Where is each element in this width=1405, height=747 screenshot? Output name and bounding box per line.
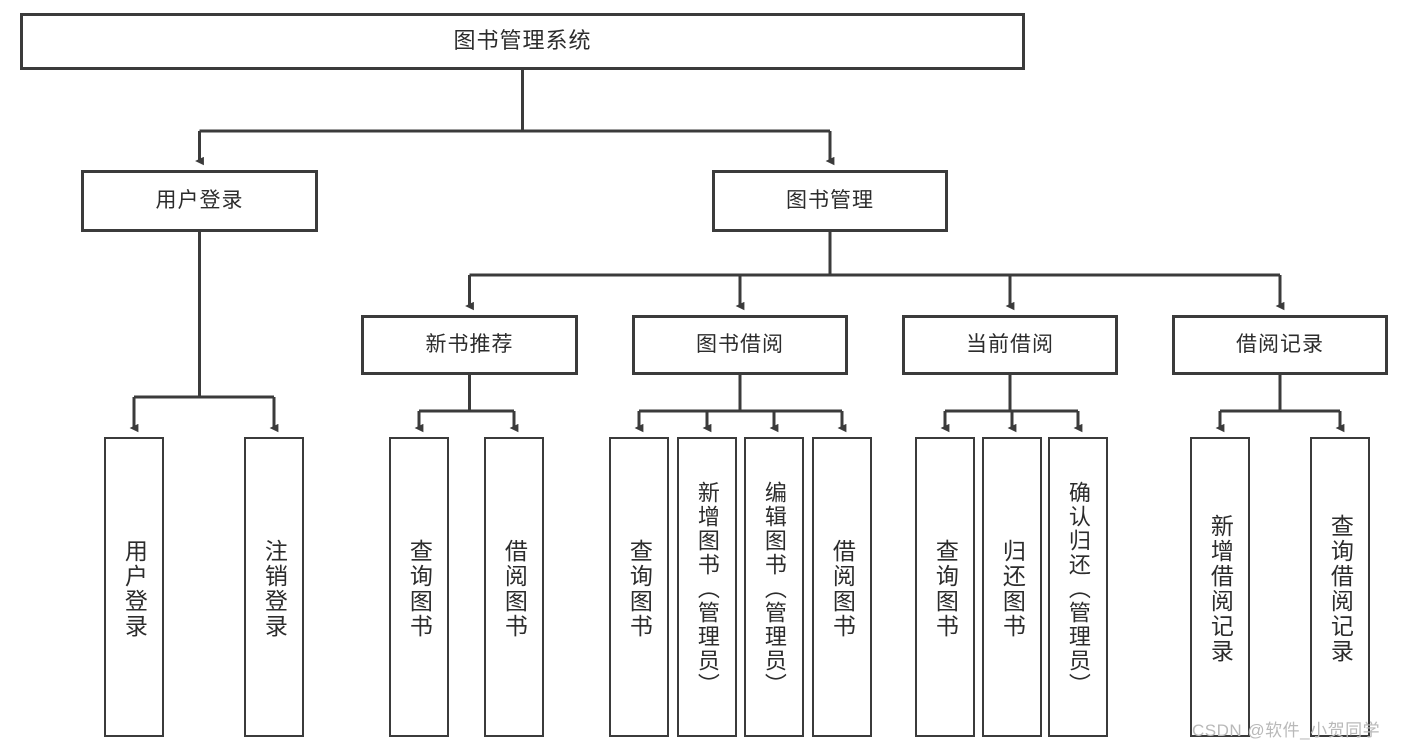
node-label-book-borrow: 图书借阅 bbox=[696, 333, 784, 357]
leaf-inner: 新增借阅记录 bbox=[1192, 443, 1248, 735]
node-label-leaf-borrow-book-1: 借阅图书 bbox=[501, 539, 528, 639]
leaf-inner: 用户登录 bbox=[106, 443, 162, 735]
node-label-leaf-logout-login: 注销登录 bbox=[261, 539, 288, 639]
node-leaf-query-borrow-record[interactable]: 查询借阅记录 bbox=[1310, 437, 1370, 737]
node-leaf-query-book-1[interactable]: 查询图书 bbox=[389, 437, 449, 737]
node-leaf-add-book-admin[interactable]: 新增图书（管理员） bbox=[677, 437, 737, 737]
leaf-inner: 编辑图书（管理员） bbox=[746, 443, 802, 735]
node-label-leaf-add-borrow-record: 新增借阅记录 bbox=[1207, 514, 1234, 664]
node-label-leaf-return-book: 归还图书 bbox=[999, 539, 1026, 639]
node-label-leaf-query-book-2: 查询图书 bbox=[626, 539, 653, 639]
leaf-inner: 查询图书 bbox=[391, 443, 447, 735]
node-root[interactable]: 图书管理系统 bbox=[20, 13, 1025, 70]
node-leaf-add-borrow-record[interactable]: 新增借阅记录 bbox=[1190, 437, 1250, 737]
node-label-user-login: 用户登录 bbox=[155, 189, 244, 213]
node-label-leaf-user-login: 用户登录 bbox=[121, 539, 148, 639]
node-leaf-user-login[interactable]: 用户登录 bbox=[104, 437, 164, 737]
node-label-new-book-recommend: 新书推荐 bbox=[425, 333, 514, 357]
node-leaf-return-book[interactable]: 归还图书 bbox=[982, 437, 1042, 737]
node-leaf-logout-login[interactable]: 注销登录 bbox=[244, 437, 304, 737]
node-leaf-query-book-2[interactable]: 查询图书 bbox=[609, 437, 669, 737]
node-current-borrow[interactable]: 当前借阅 bbox=[902, 315, 1118, 375]
leaf-inner: 归还图书 bbox=[984, 443, 1040, 735]
leaf-inner: 确认归还（管理员） bbox=[1050, 443, 1106, 735]
node-user-login[interactable]: 用户登录 bbox=[81, 170, 318, 232]
node-leaf-borrow-book-1[interactable]: 借阅图书 bbox=[484, 437, 544, 737]
node-label-borrow-record: 借阅记录 bbox=[1236, 333, 1324, 357]
node-book-manage[interactable]: 图书管理 bbox=[712, 170, 948, 232]
node-leaf-borrow-book-2[interactable]: 借阅图书 bbox=[812, 437, 872, 737]
leaf-inner: 查询借阅记录 bbox=[1312, 443, 1368, 735]
node-label-leaf-query-book-3: 查询图书 bbox=[932, 539, 959, 639]
node-label-book-manage: 图书管理 bbox=[786, 189, 874, 213]
leaf-inner: 借阅图书 bbox=[814, 443, 870, 735]
node-label-leaf-query-book-1: 查询图书 bbox=[406, 539, 433, 639]
node-leaf-edit-book-admin[interactable]: 编辑图书（管理员） bbox=[744, 437, 804, 737]
node-label-root: 图书管理系统 bbox=[453, 28, 592, 54]
watermark-text: CSDN @软件_小贺同学 bbox=[1192, 721, 1381, 740]
leaf-inner: 借阅图书 bbox=[486, 443, 542, 735]
node-book-borrow[interactable]: 图书借阅 bbox=[632, 315, 848, 375]
node-label-current-borrow: 当前借阅 bbox=[966, 333, 1054, 357]
leaf-inner: 查询图书 bbox=[611, 443, 667, 735]
node-borrow-record[interactable]: 借阅记录 bbox=[1172, 315, 1388, 375]
node-label-leaf-add-book-admin: 新增图书（管理员） bbox=[694, 481, 720, 697]
node-label-leaf-query-borrow-record: 查询借阅记录 bbox=[1327, 514, 1354, 664]
leaf-inner: 新增图书（管理员） bbox=[679, 443, 735, 735]
node-leaf-query-book-3[interactable]: 查询图书 bbox=[915, 437, 975, 737]
node-new-book-recommend[interactable]: 新书推荐 bbox=[361, 315, 578, 375]
node-label-leaf-confirm-return-admin: 确认归还（管理员） bbox=[1065, 481, 1091, 697]
leaf-inner: 注销登录 bbox=[246, 443, 302, 735]
leaf-inner: 查询图书 bbox=[917, 443, 973, 735]
node-label-leaf-edit-book-admin: 编辑图书（管理员） bbox=[761, 481, 787, 697]
node-leaf-confirm-return-admin[interactable]: 确认归还（管理员） bbox=[1048, 437, 1108, 737]
node-label-leaf-borrow-book-2: 借阅图书 bbox=[829, 539, 856, 639]
